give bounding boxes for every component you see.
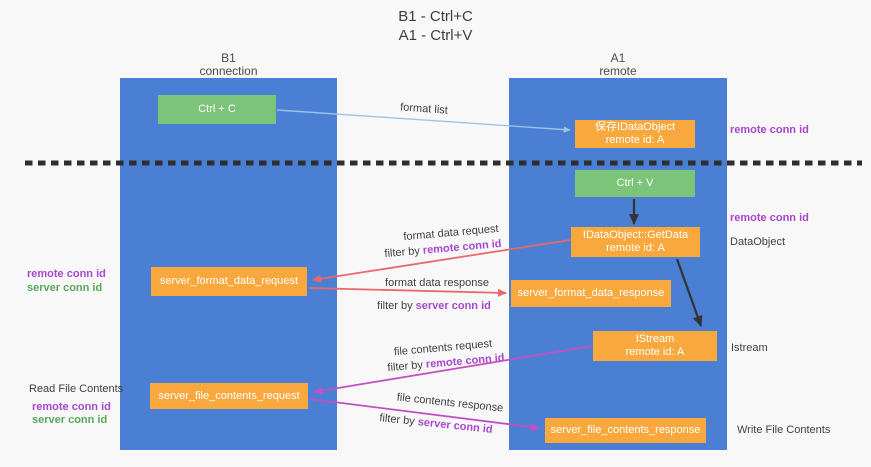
save-dataobject-line2: remote id: A <box>605 134 665 146</box>
getdata-line2: remote id: A <box>606 242 665 254</box>
read-file-contents-annotation: Read File Contents <box>29 383 124 395</box>
ctrl-v-label: Ctrl + V <box>616 177 654 189</box>
left-column-header: B1 connection <box>120 52 337 78</box>
istream-line2: remote id: A <box>625 346 685 358</box>
diagram-title: B1 - Ctrl+C A1 - Ctrl+V <box>0 7 871 45</box>
istream-annotation: Istream <box>731 342 768 354</box>
title-line-1: B1 - Ctrl+C <box>398 8 473 25</box>
server-file-contents-request-label: server_file_contents_request <box>158 389 300 402</box>
remote-conn-id-annotation-top-right: remote conn id <box>730 124 809 136</box>
write-file-contents-annotation: Write File Contents <box>737 424 831 436</box>
getdata-line1: IDataObject::GetData <box>582 229 689 241</box>
dataobject-annotation: DataObject <box>730 236 786 248</box>
filter-prefix: filter by <box>387 358 427 375</box>
file-contents-response-label: file contents response <box>396 391 504 415</box>
server-format-data-request-box: server_format_data_request <box>151 267 307 296</box>
format-list-label: format list <box>399 101 449 117</box>
left-column-name: B1 <box>221 51 236 65</box>
save-dataobject-box: 保存IDataObject remote id: A <box>575 120 695 148</box>
server-conn-id-annotation-mid-left: server conn id <box>27 282 103 294</box>
filter-prefix: filter by <box>384 244 424 261</box>
filter-prefix: filter by <box>378 412 419 429</box>
server-file-contents-request-box: server_file_contents_request <box>150 383 308 409</box>
title-line-2: A1 - Ctrl+V <box>398 27 473 44</box>
filter-by-server-conn-id-label-1: filter by server conn id <box>377 300 491 312</box>
remote-conn-id-annotation-mid-left: remote conn id <box>27 268 106 280</box>
left-column-subtitle: connection <box>199 64 258 78</box>
remote-conn-id-keyword: remote conn id <box>425 351 505 371</box>
right-column-name: A1 <box>610 51 626 65</box>
save-dataobject-line1: 保存IDataObject <box>594 121 676 133</box>
remote-conn-id-keyword: remote conn id <box>422 237 502 257</box>
istream-line1: IStream <box>635 333 675 345</box>
ctrl-c-label: Ctrl + C <box>198 103 236 115</box>
ctrl-v-box: Ctrl + V <box>575 170 695 197</box>
filter-by-server-conn-id-label-2: filter by server conn id <box>379 412 493 436</box>
server-file-contents-response-box: server_file_contents_response <box>545 418 706 443</box>
istream-box: IStream remote id: A <box>593 331 717 361</box>
remote-conn-id-annotation-bottom-left: remote conn id <box>32 401 111 413</box>
filter-prefix: filter by <box>377 300 416 312</box>
format-data-response-label: format data response <box>385 277 489 289</box>
server-format-data-request-label: server_format_data_request <box>159 275 299 287</box>
server-format-data-response-label: server_format_data_response <box>517 287 665 299</box>
getdata-box: IDataObject::GetData remote id: A <box>571 227 700 257</box>
ctrl-c-box: Ctrl + C <box>158 95 276 124</box>
right-column-subtitle: remote <box>599 64 637 78</box>
remote-conn-id-annotation-mid-right: remote conn id <box>730 212 809 224</box>
server-conn-id-keyword: server conn id <box>415 300 491 312</box>
server-conn-id-keyword: server conn id <box>417 416 494 436</box>
server-format-data-response-box: server_format_data_response <box>511 280 671 307</box>
right-column-header: A1 remote <box>509 52 727 78</box>
server-file-contents-response-label: server_file_contents_response <box>550 424 701 436</box>
filter-by-remote-conn-id-label-1: filter by remote conn id <box>384 238 502 260</box>
server-conn-id-annotation-bottom-left: server conn id <box>32 414 108 426</box>
